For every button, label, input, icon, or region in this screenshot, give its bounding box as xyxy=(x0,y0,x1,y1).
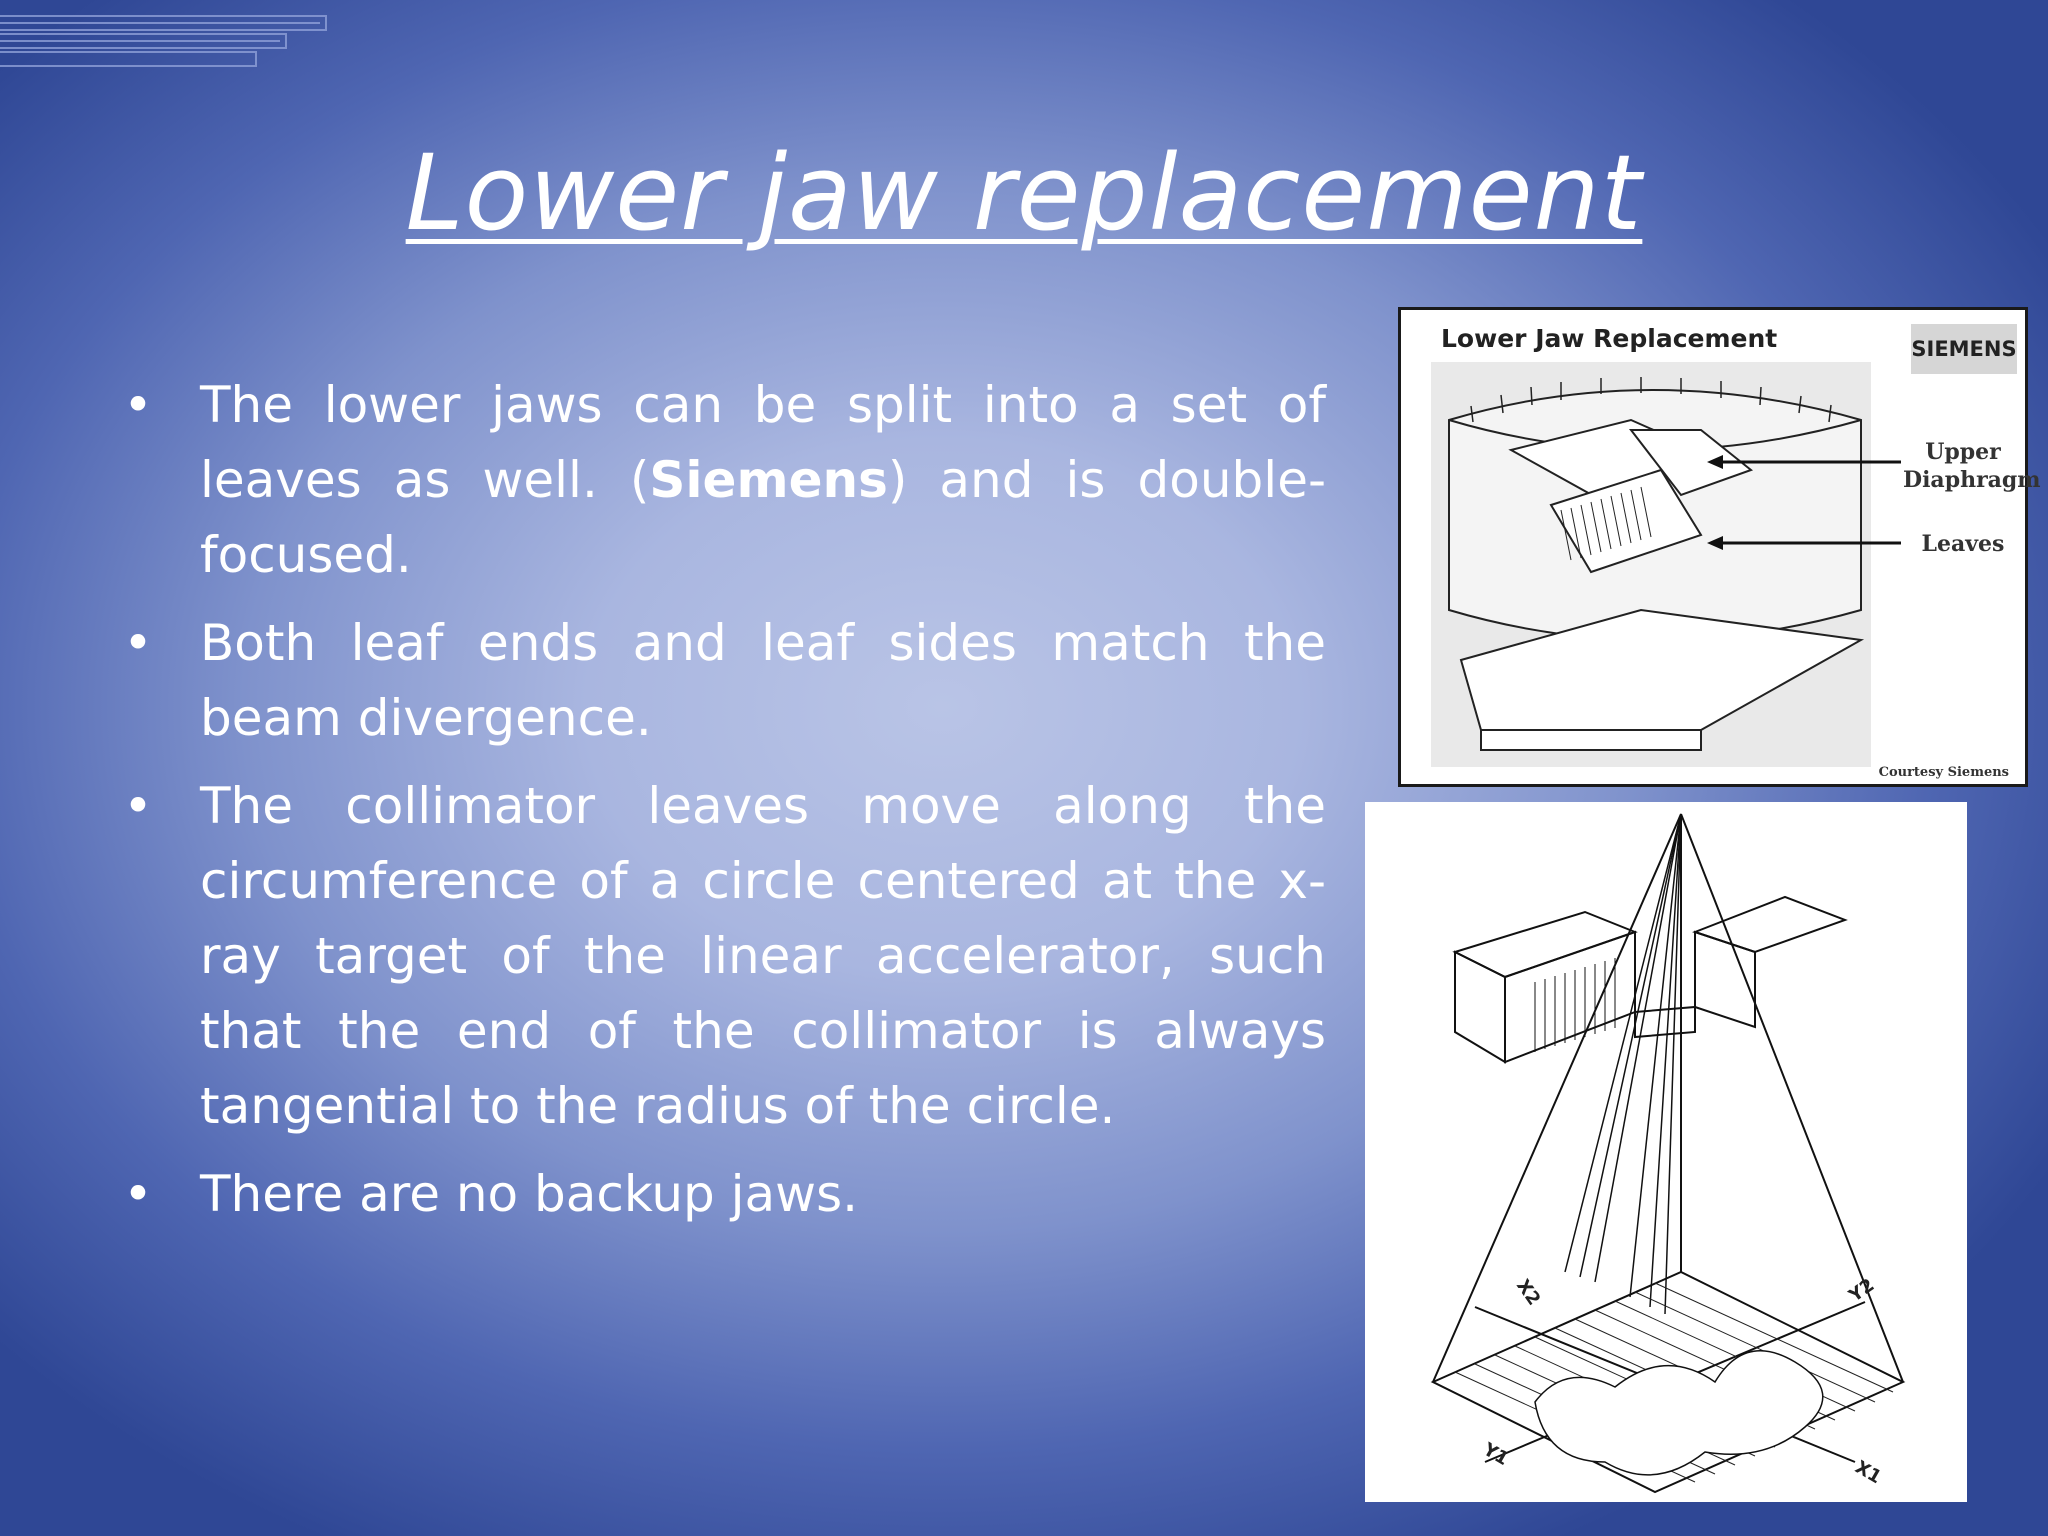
collimator-figure: Lower Jaw Replacement SIEMENS xyxy=(1398,307,2041,787)
courtesy-text: Courtesy Siemens xyxy=(1878,765,2009,780)
bullet-text: Both leaf ends and leaf sides match the … xyxy=(200,614,1326,747)
corner-decoration xyxy=(0,15,327,67)
figure-title: Lower Jaw Replacement xyxy=(1441,324,1778,353)
bullet-text: The collimator leaves move along the cir… xyxy=(200,777,1326,1135)
bullet-dot-icon: • xyxy=(123,777,153,835)
slide-title: Lower jaw replacement xyxy=(405,132,1643,254)
bullet-bold-text: Siemens xyxy=(649,451,888,509)
bullet-list: • The lower jaws can be split into a set… xyxy=(118,368,1326,1245)
bullet-item: • There are no backup jaws. xyxy=(118,1157,1326,1232)
bullet-dot-icon: • xyxy=(123,614,153,672)
beam-divergence-figure: X2 Y2 Y1 X1 xyxy=(1365,802,1967,1502)
label-upper-diaphragm: Upper Diaphragm xyxy=(1903,439,2041,493)
bullet-item: • Both leaf ends and leaf sides match th… xyxy=(118,606,1326,756)
bullet-text: There are no backup jaws. xyxy=(200,1165,859,1223)
bullet-item: • The collimator leaves move along the c… xyxy=(118,769,1326,1144)
collimator-drawing xyxy=(1431,362,1901,767)
bullet-item: • The lower jaws can be split into a set… xyxy=(118,368,1326,593)
label-leaves: Leaves xyxy=(1921,531,2005,557)
bullet-text: The lower jaws can be split into a set o… xyxy=(200,376,1326,584)
beam-pyramid-drawing xyxy=(1430,813,1906,1494)
siemens-logo: SIEMENS xyxy=(1911,324,2017,374)
bullet-dot-icon: • xyxy=(123,1165,153,1223)
bullet-dot-icon: • xyxy=(123,376,153,434)
